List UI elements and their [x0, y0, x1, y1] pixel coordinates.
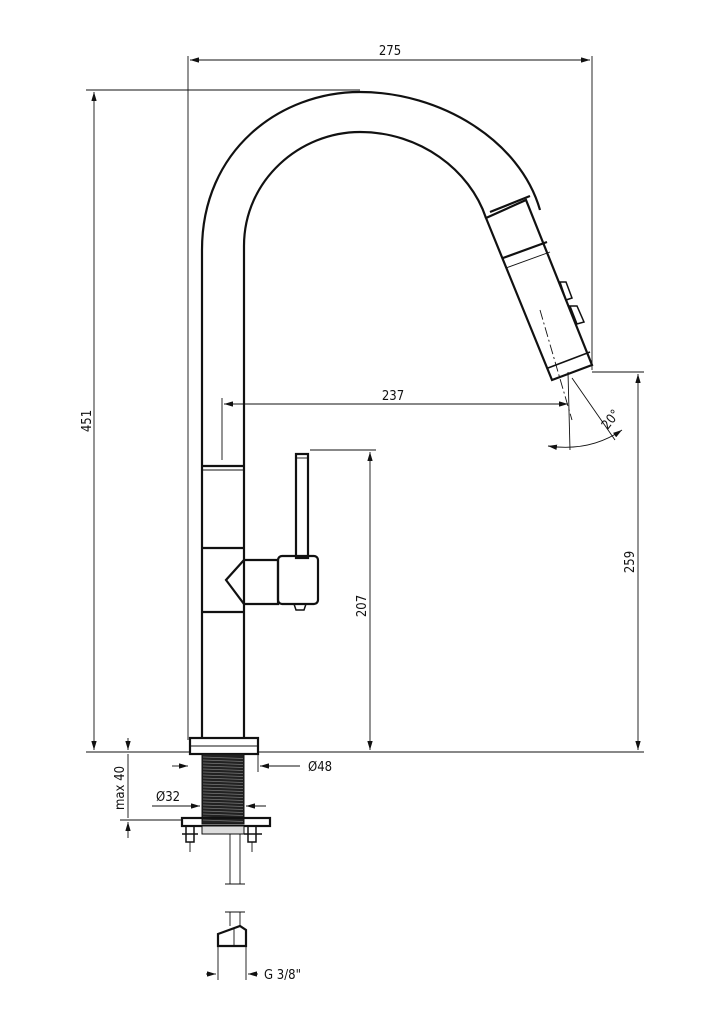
threaded-shank [201, 753, 245, 825]
dim-base-diameter: Ø48 [308, 760, 332, 775]
dim-connection-thread: G 3/8" [264, 968, 301, 983]
dim-mount-depth: max 40 [113, 766, 128, 810]
dim-spout-reach: 237 [382, 389, 404, 404]
dim-spray-angle: 20° [599, 407, 624, 433]
dim-shank-diameter: Ø32 [156, 790, 180, 805]
spray-head [484, 194, 594, 421]
spout-inner-contour [242, 130, 488, 738]
dim-total-width: 275 [379, 44, 401, 59]
mounting-hardware [180, 816, 272, 852]
dim-lever-height: 207 [355, 595, 370, 617]
faucet-outline [180, 90, 594, 948]
supply-hose [216, 834, 248, 948]
dimension-lines [86, 56, 644, 980]
dim-outlet-height: 259 [623, 551, 638, 573]
spout-outer-contour [200, 90, 542, 738]
dim-total-height: 451 [80, 410, 95, 432]
mixer-lever [224, 452, 320, 611]
